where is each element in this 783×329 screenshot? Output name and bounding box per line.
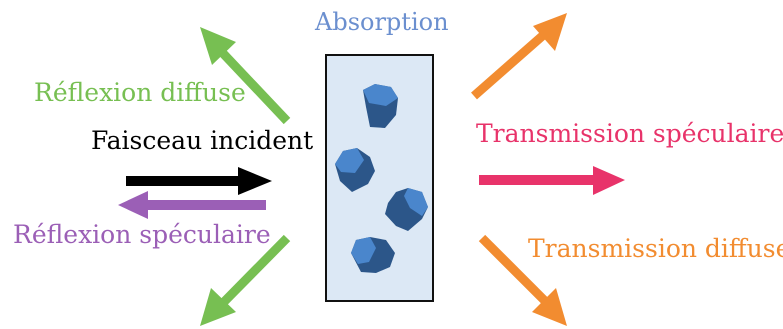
particle-2 bbox=[335, 148, 375, 192]
incident-beam-arrow bbox=[126, 167, 272, 195]
specular-reflection-arrow bbox=[118, 191, 266, 219]
diffuse-transmission-arrow-up bbox=[471, 13, 567, 100]
diffuse-transmission-label: Transmission diffuse bbox=[528, 234, 783, 263]
incident-beam-label: Faisceau incident bbox=[91, 126, 314, 155]
particle-4 bbox=[351, 237, 395, 273]
diffuse-reflection-arrow-down bbox=[200, 234, 291, 326]
diffuse-reflection-arrow-up bbox=[200, 27, 291, 125]
specular-transmission-label: Transmission spéculaire bbox=[476, 119, 783, 148]
absorption-label: Absorption bbox=[315, 8, 449, 36]
particle-1 bbox=[363, 84, 398, 128]
particle-3 bbox=[385, 188, 428, 231]
specular-transmission-arrow bbox=[479, 166, 625, 195]
diffuse-transmission-arrow-down bbox=[478, 234, 567, 326]
diffuse-reflection-label: Réflexion diffuse bbox=[34, 78, 246, 107]
specular-reflection-label: Réflexion spéculaire bbox=[13, 220, 271, 249]
